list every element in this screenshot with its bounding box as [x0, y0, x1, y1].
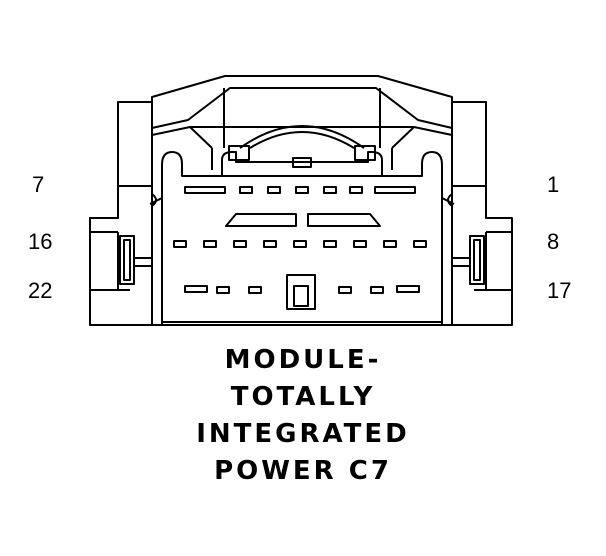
- pin-label-7: 7: [32, 172, 45, 197]
- hood-left-slant: [189, 126, 213, 149]
- cavity-pin-17: [396, 285, 420, 293]
- cavity-pin-22: [184, 285, 208, 293]
- cavity-pin-5: [267, 186, 281, 194]
- cavity-pin-10: [353, 240, 367, 248]
- keying-slot-left: [225, 213, 297, 227]
- cavity-pin-9: [383, 240, 397, 248]
- latch-dome: [239, 125, 365, 149]
- cavity-pin-16: [173, 240, 187, 248]
- pin-label-16: 16: [28, 229, 53, 254]
- cavity-pin-7: [184, 186, 226, 194]
- cavity-pin-6: [239, 186, 253, 194]
- left-lock-latch-inner: [123, 239, 131, 281]
- power-cavity-outer: [286, 274, 316, 310]
- cavity-pin-19: [338, 286, 352, 294]
- cavity-pin-3: [323, 186, 337, 194]
- cavity-pin-2: [349, 186, 363, 194]
- right-lock-latch-inner: [473, 239, 481, 281]
- caption-line-4: POWER C7: [214, 456, 392, 486]
- right-lock-latch: [469, 235, 485, 285]
- left-lock-latch: [119, 235, 135, 285]
- cavity-pin-14: [233, 240, 247, 248]
- pin-label-22: 22: [28, 278, 53, 303]
- cavity-pin-21: [216, 286, 230, 294]
- latch-dome-inner: [249, 131, 355, 149]
- cavity-pin-11: [323, 240, 337, 248]
- pin-label-8: 8: [547, 229, 560, 254]
- top-hood-inner: [151, 87, 453, 129]
- right-side-clip: [441, 193, 455, 207]
- cavity-pin-12: [293, 240, 307, 248]
- cavity-pin-1: [374, 186, 416, 194]
- connector-caption: MODULE- TOTALLY INTEGRATED POWER C7: [0, 342, 606, 490]
- pin-label-1: 1: [547, 172, 560, 197]
- cavity-pin-4: [295, 186, 309, 194]
- caption-line-3: INTEGRATED: [196, 419, 410, 449]
- cavity-pin-13: [263, 240, 277, 248]
- cavity-pin-20: [248, 286, 262, 294]
- power-cavity-inner: [293, 285, 309, 307]
- connector-housing-outline: [89, 75, 513, 326]
- caption-line-2: TOTALLY: [230, 382, 376, 412]
- left-side-clip: [149, 193, 163, 207]
- cavity-pin-18: [370, 286, 384, 294]
- hood-right-slant: [391, 126, 415, 149]
- connector-face-outline: [161, 151, 443, 325]
- caption-line-1: MODULE-: [224, 345, 382, 375]
- cavity-pin-15: [203, 240, 217, 248]
- connector-diagram: [89, 75, 513, 326]
- cavity-pin-8: [413, 240, 427, 248]
- pin-label-17: 17: [547, 278, 572, 303]
- keying-slot-right: [307, 213, 381, 227]
